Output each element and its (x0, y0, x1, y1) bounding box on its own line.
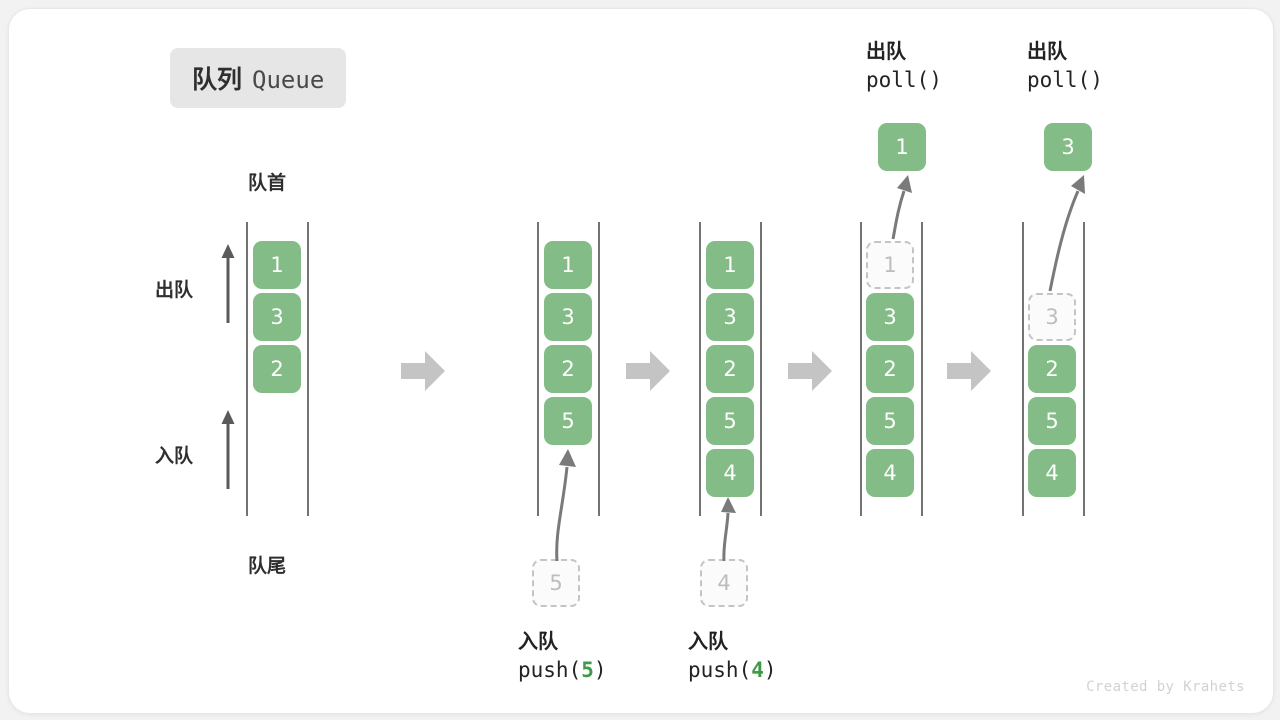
queue-rail-left (699, 222, 701, 516)
dequeue-direction-arrow (221, 244, 235, 323)
poll-arrow-3 (1048, 175, 1085, 292)
transition-arrow-1 (401, 351, 445, 391)
push-arrow-5 (555, 449, 576, 562)
queue-element: 3 (253, 293, 301, 341)
queue-element: 2 (1028, 345, 1076, 393)
queue-element: 2 (706, 345, 754, 393)
poll-3-label-cn: 出队 (1027, 41, 1067, 63)
poll-1-code: poll() (866, 68, 942, 92)
label-queue-tail: 队尾 (248, 556, 287, 577)
polled-ghost-box: 1 (866, 241, 914, 289)
diagram-title-badge: 队列 Queue (170, 48, 347, 108)
queue-rail-right (1083, 222, 1085, 516)
push-4-code: push(4) (688, 658, 777, 682)
queue-element: 2 (866, 345, 914, 393)
watermark-credit: Created by Krahets (1086, 679, 1245, 695)
poll-arrow-1 (891, 175, 912, 240)
diagram-card: 队列 Queue 队首 队尾 1 3 2 出队 入队 1 3 2 (8, 8, 1274, 714)
queue-element: 3 (866, 293, 914, 341)
queue-element: 5 (706, 397, 754, 445)
label-dequeue: 出队 (155, 280, 194, 301)
queue-element: 2 (253, 345, 301, 393)
queue-element: 1 (706, 241, 754, 289)
poll-3-code: poll() (1027, 68, 1103, 92)
queue-element: 4 (1028, 449, 1076, 497)
queue-rail-left (1022, 222, 1024, 516)
polled-ghost-box: 3 (1028, 293, 1076, 341)
queue-element: 5 (866, 397, 914, 445)
push-5-label-cn: 入队 (518, 631, 558, 653)
title-english: Queue (252, 66, 325, 94)
queue-element: 4 (866, 449, 914, 497)
enqueue-direction-arrow (221, 410, 235, 489)
push-arrow-4 (721, 497, 736, 562)
push-ghost-box: 4 (700, 559, 748, 607)
queue-rail-right (598, 222, 600, 516)
queue-element: 1 (544, 241, 592, 289)
queue-element-new: 5 (544, 397, 592, 445)
label-enqueue: 入队 (155, 446, 194, 467)
queue-element: 2 (544, 345, 592, 393)
label-queue-head: 队首 (248, 173, 287, 194)
push-4-label-cn: 入队 (688, 631, 728, 653)
transition-arrow-3 (788, 351, 832, 391)
transition-arrow-4 (947, 351, 991, 391)
transition-arrow-2 (626, 351, 670, 391)
queue-rail-right (921, 222, 923, 516)
queue-rail-left (537, 222, 539, 516)
queue-element: 1 (253, 241, 301, 289)
queue-element: 3 (544, 293, 592, 341)
poll-result-box: 3 (1044, 123, 1092, 171)
queue-rail-right (760, 222, 762, 516)
push-ghost-box: 5 (532, 559, 580, 607)
poll-1-label-cn: 出队 (866, 41, 906, 63)
queue-element: 3 (706, 293, 754, 341)
poll-3-caption: 出队 poll() (1027, 39, 1103, 94)
title-chinese: 队列 (192, 66, 243, 94)
poll-1-caption: 出队 poll() (866, 39, 942, 94)
queue-rail-right (307, 222, 309, 516)
queue-rail-left (860, 222, 862, 516)
queue-element-new: 4 (706, 449, 754, 497)
push-5-caption: 入队 push(5) (518, 629, 607, 684)
queue-rail-left (246, 222, 248, 516)
poll-result-box: 1 (878, 123, 926, 171)
push-4-caption: 入队 push(4) (688, 629, 777, 684)
queue-element: 5 (1028, 397, 1076, 445)
push-5-code: push(5) (518, 658, 607, 682)
